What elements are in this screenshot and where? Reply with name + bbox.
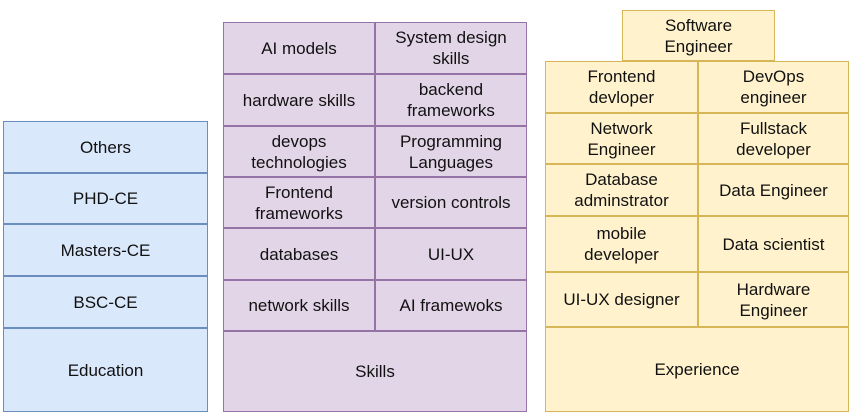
- skills-cell: devops technologies: [223, 126, 375, 177]
- experience-cell: UI-UX designer: [545, 272, 698, 327]
- skills-base: Skills: [223, 331, 527, 412]
- education-item-bsc: BSC-CE: [3, 276, 208, 328]
- experience-top: Software Engineer: [622, 10, 775, 61]
- skills-cell: databases: [223, 228, 375, 280]
- skills-cell: System design skills: [375, 22, 527, 74]
- experience-cell: Network Engineer: [545, 113, 698, 164]
- experience-base: Experience: [545, 327, 849, 412]
- skills-cell: network skills: [223, 280, 375, 331]
- education-item-masters: Masters-CE: [3, 224, 208, 276]
- experience-cell: Database adminstrator: [545, 164, 698, 216]
- education-item-others: Others: [3, 121, 208, 173]
- experience-cell: Fullstack developer: [698, 113, 849, 164]
- experience-cell: Data Engineer: [698, 164, 849, 216]
- skills-cell: backend frameworks: [375, 74, 527, 126]
- experience-cell: DevOps engineer: [698, 61, 849, 113]
- skills-cell: version controls: [375, 177, 527, 228]
- skills-cell: Frontend frameworks: [223, 177, 375, 228]
- experience-cell: Frontend devloper: [545, 61, 698, 113]
- education-base: Education: [3, 328, 208, 412]
- experience-cell: Data scientist: [698, 216, 849, 272]
- experience-cell: Hardware Engineer: [698, 272, 849, 327]
- experience-cell: mobile developer: [545, 216, 698, 272]
- education-item-phd: PHD-CE: [3, 173, 208, 224]
- skills-cell: hardware skills: [223, 74, 375, 126]
- skills-cell: UI-UX: [375, 228, 527, 280]
- skills-cell: AI framewoks: [375, 280, 527, 331]
- skills-cell: Programming Languages: [375, 126, 527, 177]
- skills-cell: AI models: [223, 22, 375, 74]
